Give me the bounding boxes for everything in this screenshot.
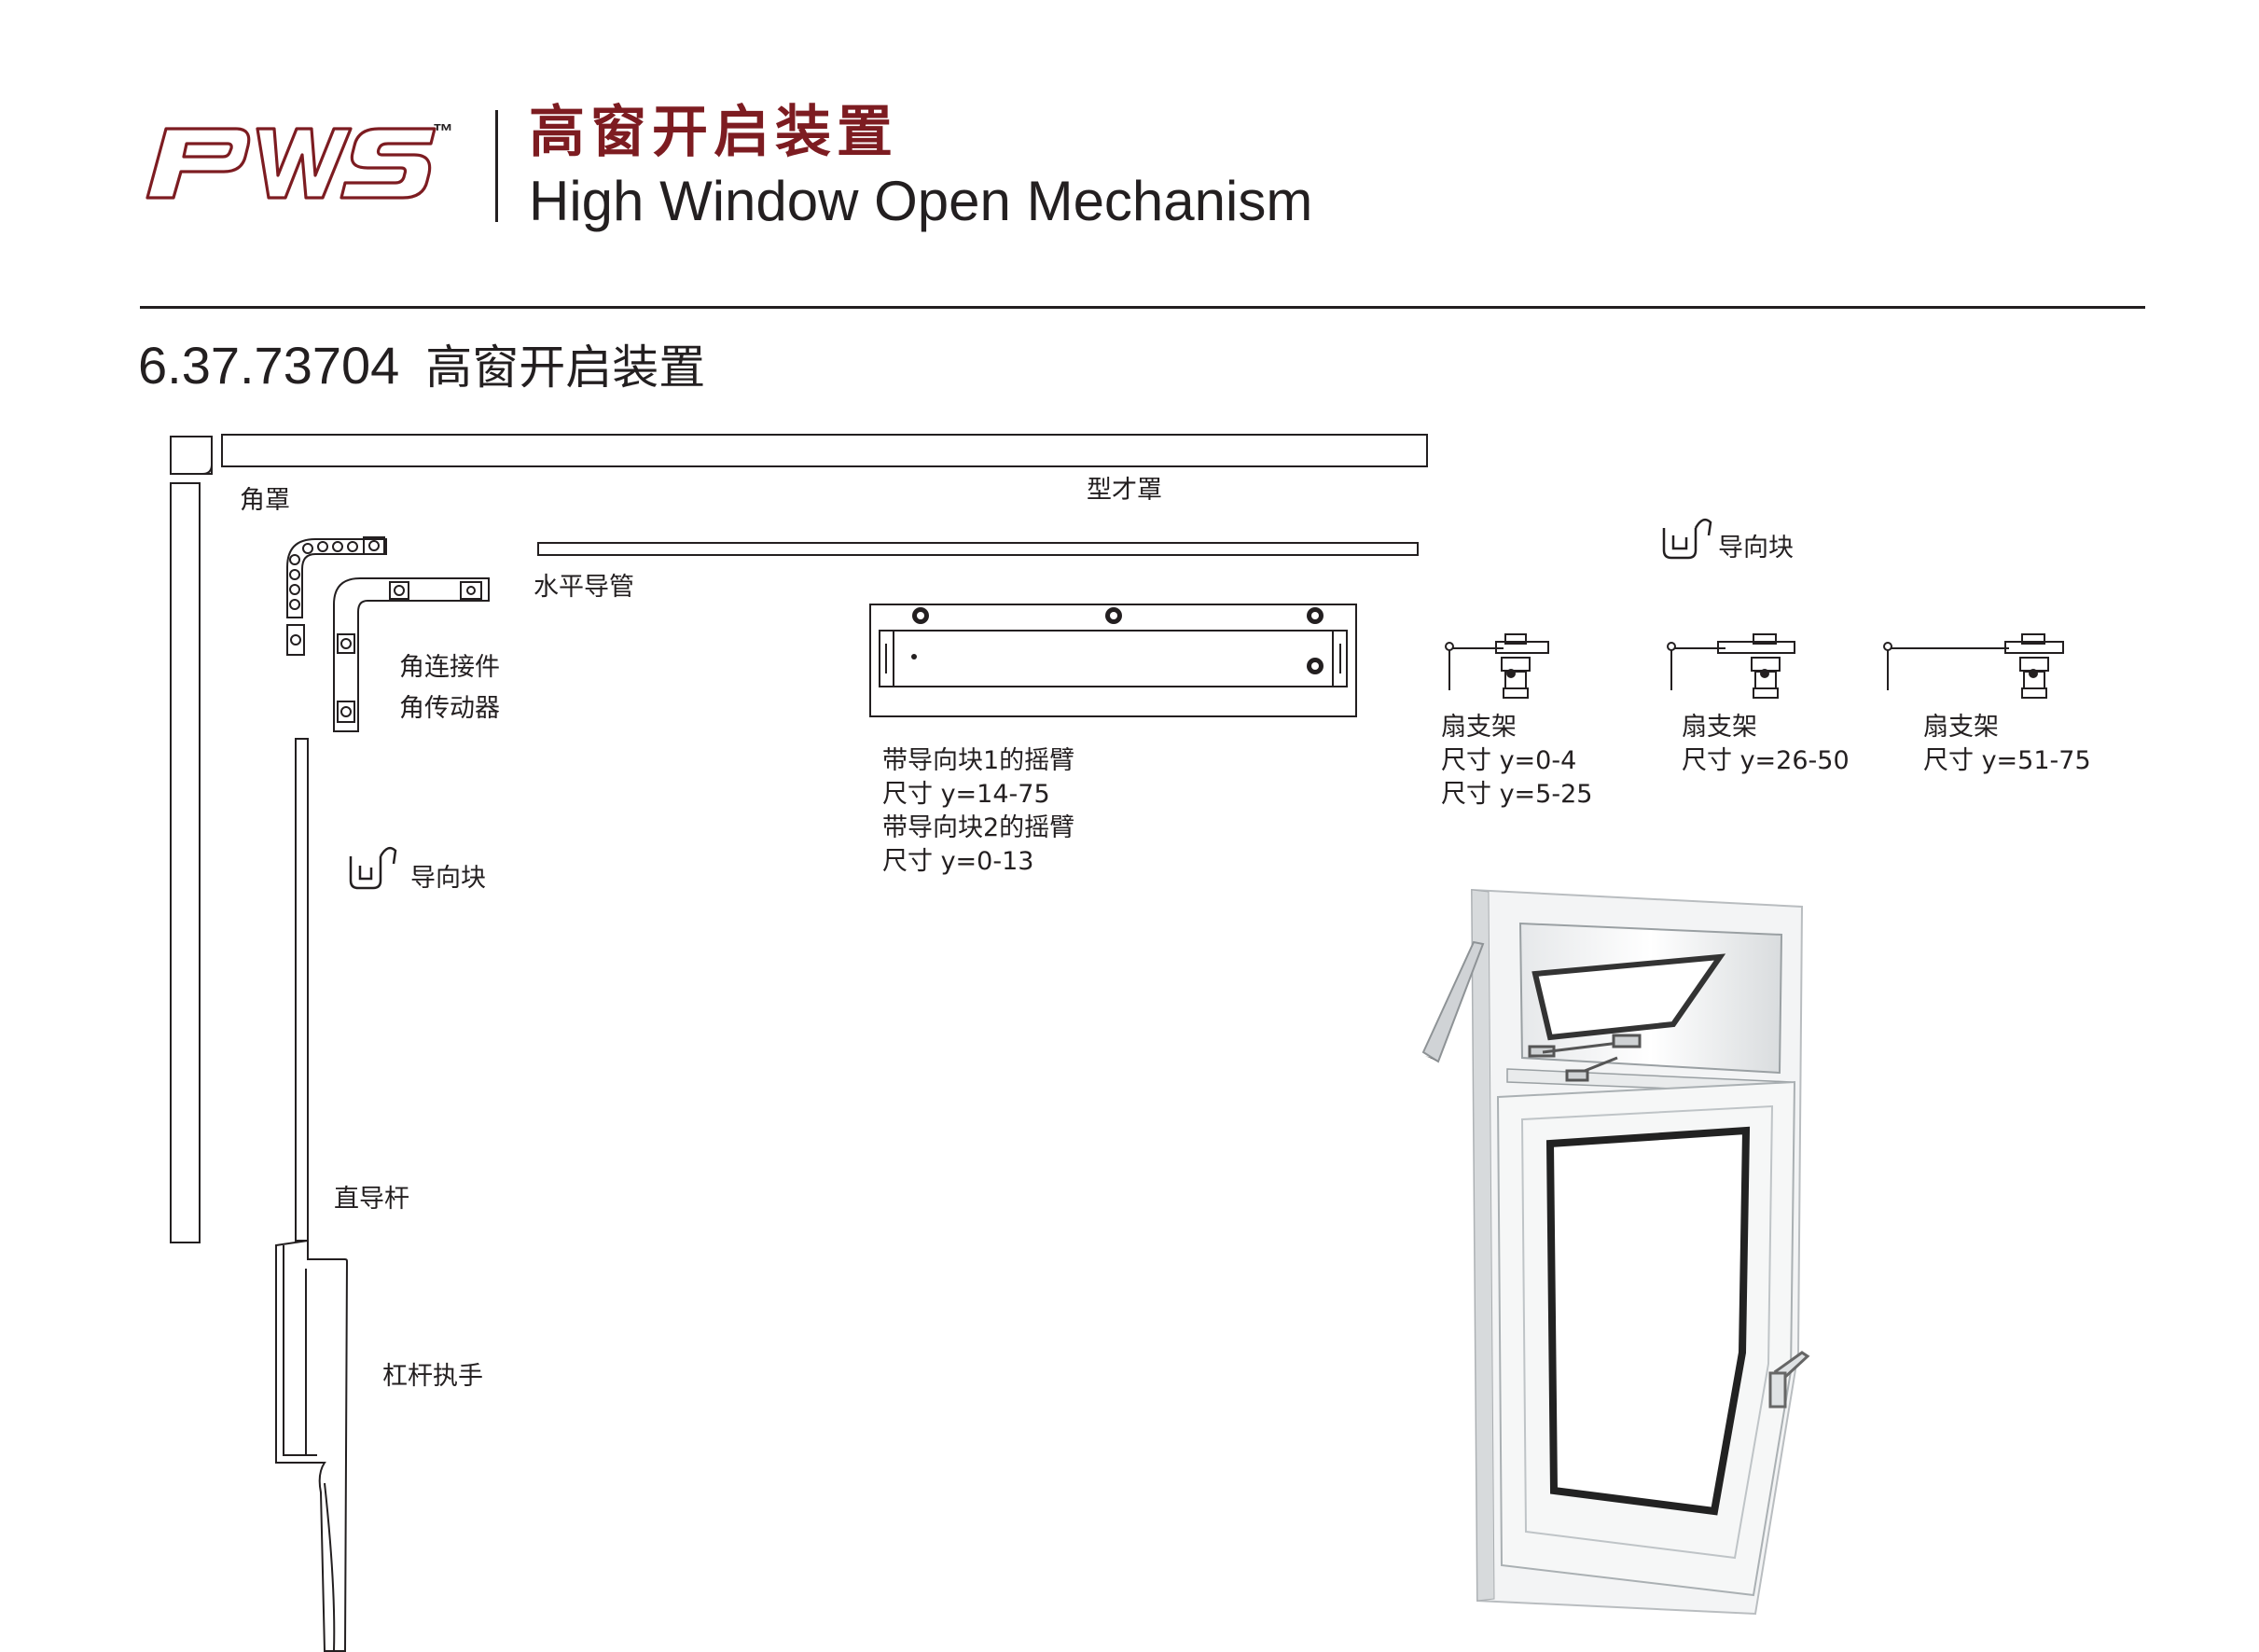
straight-rod-shape <box>295 738 309 1242</box>
corner-connector-shape <box>286 536 387 656</box>
section-name: 高窗开启装置 <box>425 340 706 395</box>
sash-bracket-shape-1 <box>1445 633 1549 699</box>
label-straight-rod: 直导杆 <box>334 1185 409 1214</box>
trademark-symbol: ™ <box>433 119 453 143</box>
label-corner-cover: 角罩 <box>240 486 290 515</box>
label-profile-cover: 型才罩 <box>1087 476 1162 505</box>
section-code: 6.37.73704 <box>138 336 400 395</box>
label-sash-bracket-2: 扇支架 <box>1682 713 1757 742</box>
title-english: High Window Open Mechanism <box>529 170 1313 232</box>
window-illustration <box>1421 888 1810 1616</box>
label-guide-block-top: 导向块 <box>1718 534 1794 562</box>
label-sash-bracket-2-size-1: 尺寸 y=26-50 <box>1682 746 1850 775</box>
profile-cover-shape <box>221 434 1428 467</box>
lever-handle-shape <box>275 1239 349 1652</box>
label-guide-block-left: 导向块 <box>410 864 486 893</box>
label-sash-bracket-1: 扇支架 <box>1441 713 1517 742</box>
title-chinese: 高窗开启装置 <box>529 100 898 165</box>
label-sash-bracket-3-size-1: 尺寸 y=51-75 <box>1923 746 2091 775</box>
label-sash-bracket-1-size-2: 尺寸 y=5-25 <box>1441 780 1593 809</box>
label-swing-arm-size-2: 尺寸 y=0-13 <box>882 847 1034 876</box>
sash-bracket-shape-3 <box>1883 633 2064 699</box>
swing-arm-shape <box>869 604 1357 717</box>
label-sash-bracket-3: 扇支架 <box>1923 713 1999 742</box>
label-corner-connector: 角连接件 <box>399 653 500 682</box>
label-sash-bracket-1-size-1: 尺寸 y=0-4 <box>1441 746 1577 775</box>
vertical-cover-shape <box>170 482 201 1243</box>
label-corner-drive: 角传动器 <box>399 694 500 723</box>
header-rule <box>140 306 2145 309</box>
label-swing-arm-size-1: 尺寸 y=14-75 <box>882 780 1050 809</box>
corner-cover-shape <box>170 436 213 475</box>
label-swing-arm-1: 带导向块1的摇臂 <box>882 746 1075 775</box>
label-horizontal-tube: 水平导管 <box>534 573 634 602</box>
pws-logo <box>146 127 437 200</box>
guide-block-top-shape <box>1662 518 1712 560</box>
corner-drive-shape <box>333 577 490 732</box>
horizontal-tube-shape <box>537 542 1419 556</box>
header-divider <box>495 110 498 222</box>
guide-block-left-shape <box>349 846 397 890</box>
label-lever-handle: 杠杆执手 <box>382 1362 483 1391</box>
sash-bracket-shape-2 <box>1667 633 1795 699</box>
label-swing-arm-2: 带导向块2的摇臂 <box>882 813 1075 842</box>
